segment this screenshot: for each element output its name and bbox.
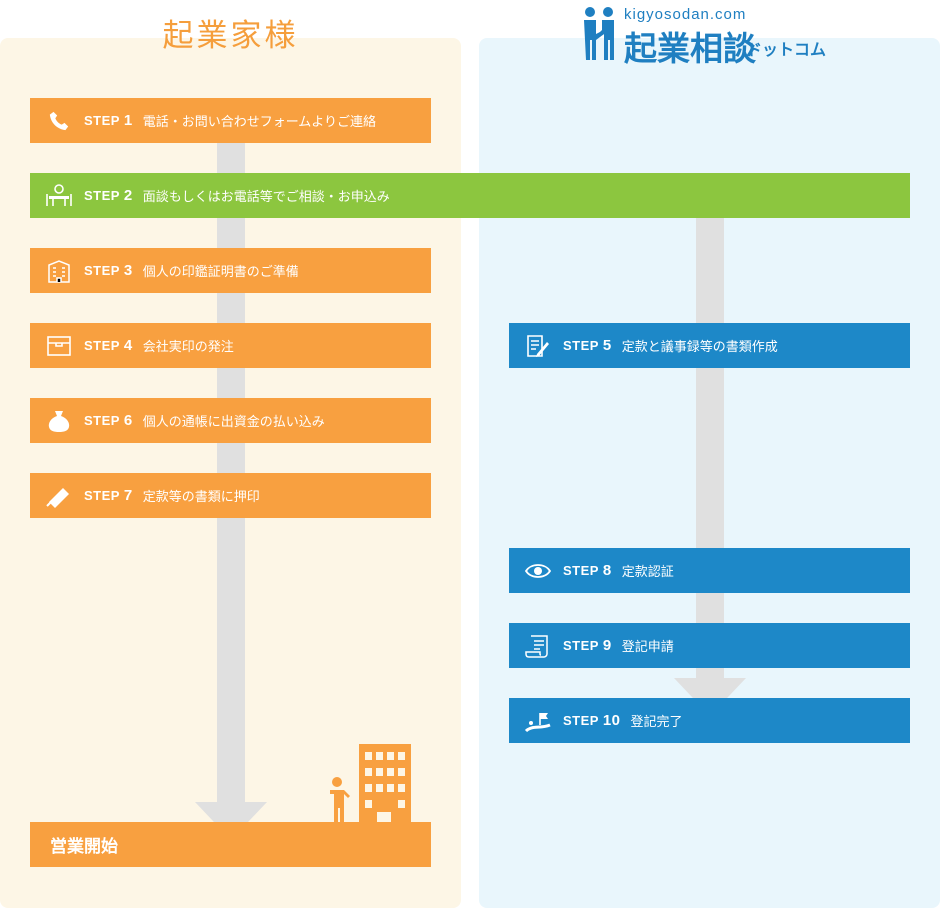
right-arrow-track xyxy=(696,217,724,680)
entrepreneur-title: 起業家様 xyxy=(162,18,299,54)
scroll-icon xyxy=(523,634,553,658)
step-prefix: STEP xyxy=(84,488,120,503)
step-5: STEP 5 定款と議事録等の書類作成 xyxy=(509,323,910,368)
document-pen-icon xyxy=(523,334,553,358)
step-number: 10 xyxy=(602,712,621,729)
office-building-icon xyxy=(330,744,411,824)
step-prefix: STEP xyxy=(84,113,120,128)
step-6: STEP 6 個人の通帳に出資金の払い込み xyxy=(30,398,431,443)
step-number: 7 xyxy=(123,487,133,504)
logo-main-text: 起業相談 xyxy=(624,29,756,68)
step-prefix: STEP xyxy=(84,188,120,203)
step-label: 登記申請 xyxy=(621,640,674,655)
step-prefix: STEP xyxy=(84,413,120,428)
phone-icon xyxy=(44,109,74,133)
step-label: 電話・お問い合わせフォームよりご連絡 xyxy=(142,115,377,130)
step-label: 定款と議事録等の書類作成 xyxy=(621,340,778,355)
step-number: 9 xyxy=(602,637,612,654)
step-1: STEP 1 電話・お問い合わせフォームよりご連絡 xyxy=(30,98,431,143)
step-2: STEP 2 面談もしくはお電話等でご相談・お申込み xyxy=(30,173,910,218)
step-prefix: STEP xyxy=(563,563,599,578)
step-prefix: STEP xyxy=(563,338,599,353)
logo-url: kigyosodan.com xyxy=(624,6,747,23)
meeting-icon xyxy=(44,183,74,208)
step-number: 1 xyxy=(123,112,133,129)
step-number: 5 xyxy=(602,337,612,354)
step-7: STEP 7 定款等の書類に押印 xyxy=(30,473,431,518)
step-label: 定款認証 xyxy=(621,565,674,580)
step-number: 8 xyxy=(602,562,612,579)
step-label: 個人の通帳に出資金の払い込み xyxy=(142,415,325,430)
step-9: STEP 9 登記申請 xyxy=(509,623,910,668)
step-number: 2 xyxy=(123,187,133,204)
right-arrow-head xyxy=(674,678,746,716)
step-4: STEP 4 会社実印の発注 xyxy=(30,323,431,368)
step-10: STEP 10 登記完了 xyxy=(509,698,910,743)
money-bag-icon xyxy=(44,409,74,433)
step-label: 個人の印鑑証明書のご準備 xyxy=(142,265,299,280)
box-icon xyxy=(44,334,74,358)
logo-sub-text: ドットコム xyxy=(746,40,827,59)
eye-icon xyxy=(523,559,553,583)
step-label: 面談もしくはお電話等でご相談・お申込み xyxy=(142,190,390,205)
step-8: STEP 8 定款認証 xyxy=(509,548,910,593)
handshake-icon xyxy=(584,7,614,60)
step-label: 会社実印の発注 xyxy=(142,340,234,355)
business-start-bar: 営業開始 xyxy=(30,822,431,867)
step-number: 4 xyxy=(123,337,133,354)
stamp-icon xyxy=(44,484,74,508)
step-number: 6 xyxy=(123,412,133,429)
step-prefix: STEP xyxy=(84,338,120,353)
left-arrow-head xyxy=(195,802,267,840)
step-prefix: STEP xyxy=(84,263,120,278)
flag-goal-icon xyxy=(523,709,553,733)
step-prefix: STEP xyxy=(563,713,599,728)
step-prefix: STEP xyxy=(563,638,599,653)
building-icon xyxy=(44,259,74,283)
kigyosodan-logo: kigyosodan.com 起業相談 ドットコム xyxy=(580,4,850,68)
step-label: 登記完了 xyxy=(630,715,683,730)
step-3: STEP 3 個人の印鑑証明書のご準備 xyxy=(30,248,431,293)
step-label: 定款等の書類に押印 xyxy=(142,490,260,505)
step-number: 3 xyxy=(123,262,133,279)
